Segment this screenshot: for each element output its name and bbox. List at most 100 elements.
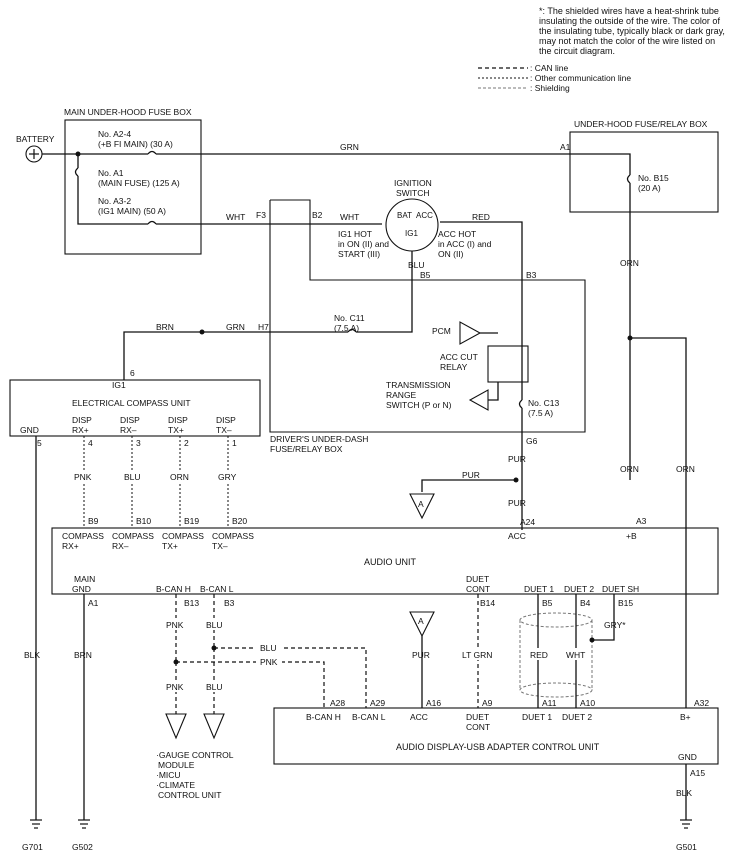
diagram-label: GND	[678, 752, 697, 762]
wire-brn-label: BRN	[156, 322, 174, 332]
diagram-label: PNK	[74, 472, 92, 482]
pin-h7: H7	[258, 322, 269, 332]
relay-box-label: UNDER-HOOD FUSE/RELAY BOX	[574, 119, 708, 129]
pin-a24: A24	[520, 517, 535, 527]
diagram-label: B10	[136, 516, 151, 526]
diagram-label: A	[418, 616, 424, 626]
diagram-label: ON (II)	[438, 249, 464, 259]
diagram-label: A29	[370, 698, 385, 708]
diagram-label: BLK	[676, 788, 692, 798]
diagram-label: BLU	[124, 472, 141, 482]
diagram-label: DUET 1	[522, 712, 552, 722]
fuse-a2-4-label: No. A2-4	[98, 129, 131, 139]
diagram-label: DISP	[168, 415, 188, 425]
diagram-label: DISP	[216, 415, 236, 425]
compass-unit-label: ELECTRICAL COMPASS UNIT	[72, 398, 191, 408]
diagram-label: in ACC (I) and	[438, 239, 492, 249]
pin-g6: G6	[526, 436, 538, 446]
diagram-label: BRN	[74, 650, 92, 660]
diagram-label: A15	[690, 768, 705, 778]
diagram-label: GRY	[218, 472, 237, 482]
g501-label: G501	[676, 842, 697, 852]
diagram-label: IG1	[405, 229, 418, 238]
trans-range-arrow	[468, 389, 489, 411]
diagram-label: B5	[542, 598, 553, 608]
diagram-label: BAT	[397, 211, 412, 220]
compass-ig1: IG1	[112, 380, 126, 390]
g701-label: G701	[22, 842, 43, 852]
diagram-label: COMPASS	[212, 531, 254, 541]
diagram-label: DUET SH	[602, 584, 639, 594]
pin-f3: F3	[256, 210, 266, 220]
diagram-label: RX+	[72, 425, 89, 435]
diagram-label: A16	[426, 698, 441, 708]
diagram-label: PUR	[412, 650, 430, 660]
diagram-label: B-CAN L	[352, 712, 386, 722]
diagram-label: ·MICU	[156, 770, 181, 780]
diagram-label: TX–	[216, 425, 232, 435]
diagram-label: A28	[330, 698, 345, 708]
diagram-label: A32	[694, 698, 709, 708]
pcm-label: PCM	[432, 326, 451, 336]
diagram-label: IGNITION	[394, 178, 432, 188]
diagram-label: A	[418, 499, 424, 509]
diagram-label: DUET	[466, 712, 489, 722]
g502-label: G502	[72, 842, 93, 852]
diagram-label: ORN	[170, 472, 189, 482]
under-dash-label-1: DRIVER'S UNDER-DASH	[270, 434, 368, 444]
fuse-c11-label: No. C11	[334, 313, 365, 323]
diagram-label: START (III)	[338, 249, 380, 259]
diagram-label: B14	[480, 598, 495, 608]
diagram-label: B3	[224, 598, 235, 608]
diagram-label: in ON (II) and	[338, 239, 389, 249]
pcm-arrow	[459, 321, 482, 345]
wire-pur-label-2: PUR	[462, 470, 480, 480]
diagram-label: DISP	[72, 415, 92, 425]
diagram-label: B9	[88, 516, 99, 526]
diagram-label: 3	[136, 438, 141, 448]
diagram-label: DISP	[120, 415, 140, 425]
compass-gnd: GND	[20, 425, 39, 435]
diagram-label: ACC CUT	[440, 352, 478, 362]
diagram-label: B-CAN L	[200, 584, 234, 594]
diagram-label: A1	[88, 598, 99, 608]
ground-g502	[78, 819, 90, 829]
diagram-label: IG1 HOT	[338, 229, 372, 239]
legend-can-line: : CAN line	[530, 63, 569, 73]
diagram-label: A3	[636, 516, 647, 526]
audio-unit-label: AUDIO UNIT	[364, 557, 417, 567]
diagram-label: TX+	[162, 541, 178, 551]
diagram-label: 5	[37, 438, 42, 448]
diagram-label: 2	[184, 438, 189, 448]
fuse-c13-label: No. C13	[528, 398, 559, 408]
diagram-label: GND	[72, 584, 91, 594]
diagram-label: 4	[88, 438, 93, 448]
under-dash-box	[269, 199, 586, 433]
ground-g501	[680, 819, 692, 829]
diagram-label: GRY*	[604, 620, 626, 630]
diagram-label: B-CAN H	[306, 712, 341, 722]
wire-grn-label-2: GRN	[226, 322, 245, 332]
diagram-label: RELAY	[440, 362, 468, 372]
under-hood-relay-box	[569, 131, 719, 213]
diagram-label: CONT	[466, 722, 490, 732]
under-dash-label-2: FUSE/RELAY BOX	[270, 444, 343, 454]
diagram-label: MODULE	[158, 760, 195, 770]
diagram-label: B4	[580, 598, 591, 608]
diagram-label: BLU	[260, 643, 277, 653]
diagram-label: BLU	[206, 620, 223, 630]
pin-b2: B2	[312, 210, 323, 220]
diagram-label: B-CAN H	[156, 584, 191, 594]
diagram-label: RX+	[62, 541, 79, 551]
electrical-compass-unit	[9, 379, 261, 437]
diagram-label: RED	[530, 650, 548, 660]
diagram-label: TX–	[212, 541, 228, 551]
pin-b3: B3	[526, 270, 537, 280]
fuse-a1-desc: (MAIN FUSE) (125 A)	[98, 178, 180, 188]
diagram-label: DUET 2	[562, 712, 592, 722]
diagram-label: A9	[482, 698, 493, 708]
battery: BATTERY	[16, 134, 55, 163]
legend: : CAN line : Other communication line : …	[478, 63, 631, 93]
diagram-label: DUET 1	[524, 584, 554, 594]
fuse-a1-label: No. A1	[98, 168, 124, 178]
